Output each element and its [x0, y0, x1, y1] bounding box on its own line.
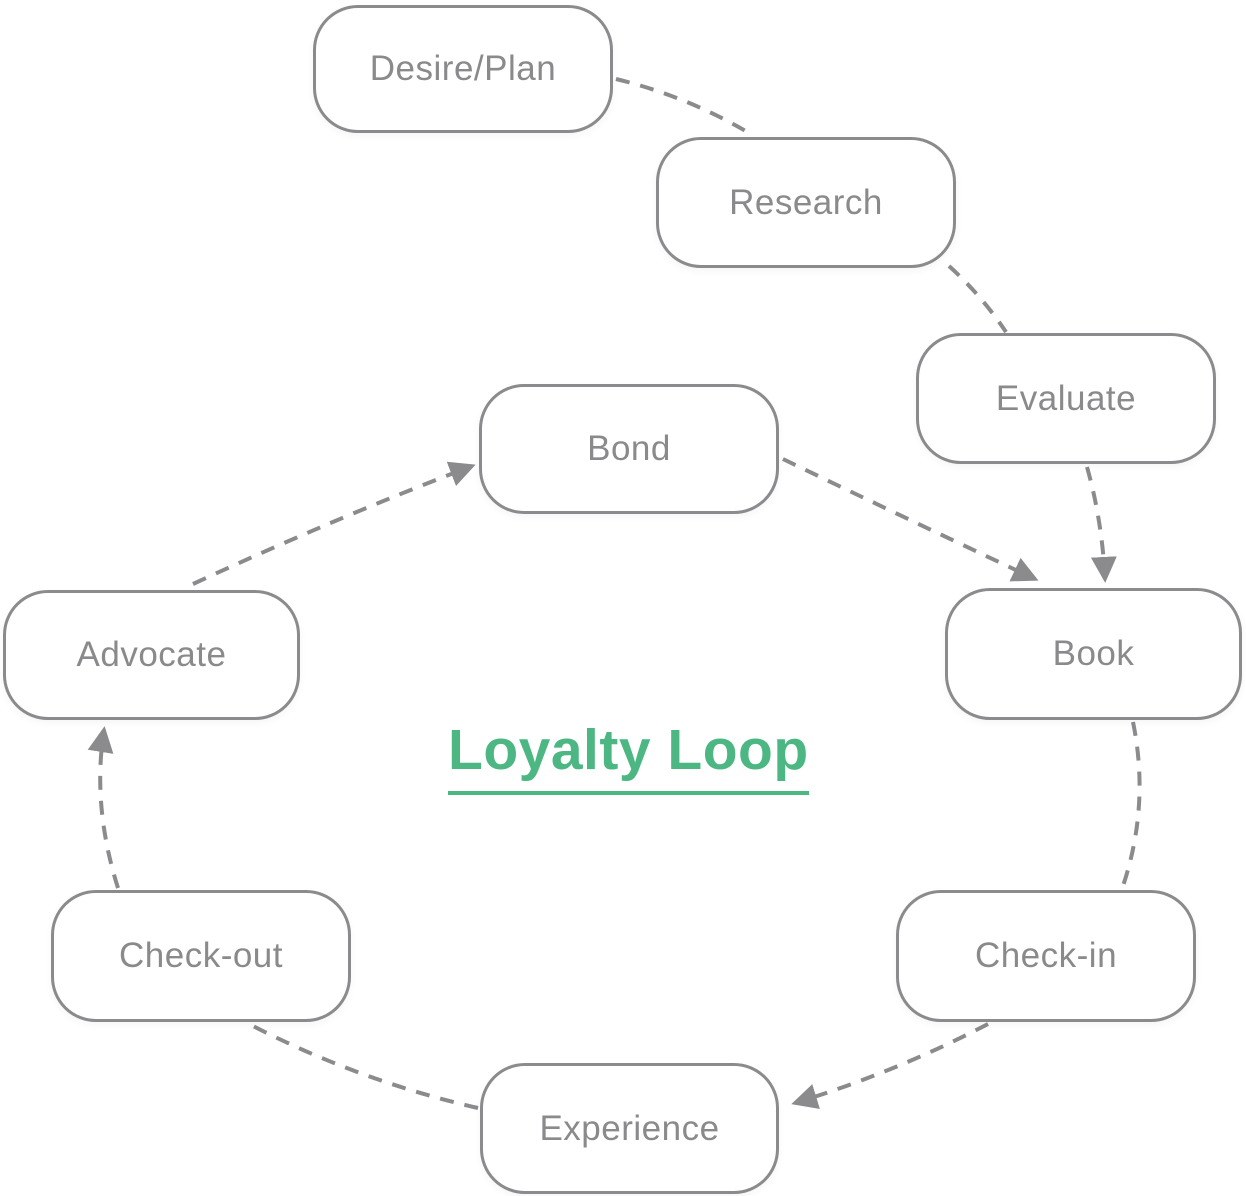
node-label: Research [729, 182, 883, 222]
node-label: Check-in [974, 936, 1118, 975]
edge-research-evaluate [947, 264, 1008, 334]
node-advocate: Advocate [3, 590, 300, 720]
edge-bond-book [782, 457, 1039, 582]
edge-book-check-in [1121, 721, 1142, 887]
edge-check-out-advocate [87, 726, 120, 889]
node-label: Evaluate [995, 378, 1137, 418]
diagram-title: Loyalty Loop [448, 722, 809, 795]
node-label: Check-out [118, 936, 284, 975]
node-experience: Experience [480, 1063, 779, 1194]
node-desire-plan: Desire/Plan [313, 5, 613, 133]
node-research: Research [656, 137, 956, 268]
node-book: Book [945, 588, 1242, 720]
node-bond: Bond [479, 384, 779, 514]
edge-experience-check-out [252, 1024, 479, 1110]
edge-advocate-bond [192, 461, 476, 586]
edge-desire-plan-research [615, 77, 756, 138]
edge-check-in-experience [791, 1022, 989, 1109]
node-label: Desire/Plan [369, 49, 557, 88]
node-label: Experience [539, 1108, 720, 1148]
node-label: Book [1052, 634, 1135, 673]
node-check-out: Check-out [51, 890, 351, 1022]
node-evaluate: Evaluate [916, 333, 1216, 464]
node-label: Bond [587, 429, 671, 468]
node-label: Advocate [76, 635, 227, 674]
edge-evaluate-book [1085, 466, 1117, 583]
node-check-in: Check-in [896, 890, 1196, 1022]
